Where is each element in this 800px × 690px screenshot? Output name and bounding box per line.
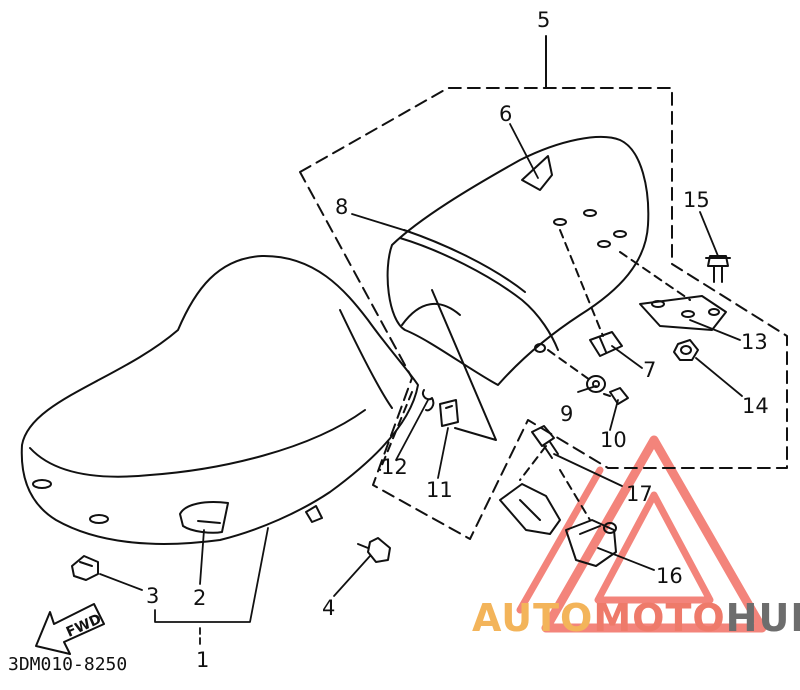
part-number-6: 6 [499,102,513,126]
part-number-7: 7 [643,358,657,382]
rider-seat [20,254,419,545]
guide-dashed-mid [431,289,497,441]
screw-part-10 [603,387,629,405]
diagram-code: 3DM010-8250 [8,654,128,675]
part-number-1: 1 [196,648,210,672]
part-number-16: 16 [656,564,683,588]
bolt-part-15 [705,255,731,283]
nut-part-11 [439,399,459,427]
part-number-10: 10 [600,428,627,452]
part-number-3: 3 [146,584,160,608]
hinge-part-16 [499,483,617,567]
part-number-8: 8 [335,195,349,219]
leader-lines [99,123,743,649]
assembly-outline [299,87,788,540]
guide-dashed-16 [519,445,591,521]
guide-dashed-left [379,391,413,471]
part-number-2: 2 [193,586,207,610]
passenger-seat [386,135,691,386]
watermark-part-auto: AUTO [472,596,594,640]
bolt-part-4 [305,505,391,563]
part-number-17: 17 [626,482,653,506]
watermark-part-moto: MOTO [593,596,726,640]
clip-part-7 [589,331,623,357]
watermark-part-hub: HUB [725,596,800,640]
watermark-triangle-icon [516,435,767,633]
part-number-11: 11 [426,478,453,502]
watermark-logo: AUTOMOTOHUB [472,596,800,640]
part-number-9: 9 [560,402,574,426]
part-number-14: 14 [742,394,769,418]
part-number-15: 15 [683,188,710,212]
part-number-12: 12 [381,455,408,479]
part-number-13: 13 [741,330,768,354]
nut-part-3 [71,555,99,581]
nut-part-14 [673,339,699,361]
clip-part-12 [422,389,435,412]
washer-part-9 [586,375,606,393]
fwd-arrow-icon [35,603,105,655]
part-number-5: 5 [537,8,551,32]
part-number-4: 4 [322,596,336,620]
bracket-part-13 [639,295,727,331]
